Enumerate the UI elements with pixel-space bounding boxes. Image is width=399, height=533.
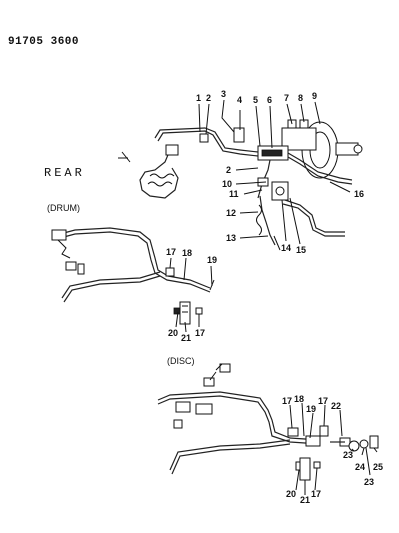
callout-6: 6	[267, 95, 272, 105]
rear-label: REAR	[44, 166, 85, 180]
disc-callout-24: 24	[355, 462, 365, 472]
callout-1: 1	[196, 93, 201, 103]
callout-4: 4	[237, 95, 242, 105]
drum-callout-20: 20	[168, 328, 178, 338]
callout-8: 8	[298, 93, 303, 103]
disc-brake-lines: 17 18 19 17 22 23 24 25 23 20 21 17	[157, 363, 383, 505]
drum-callout-17: 17	[166, 247, 176, 257]
callout-10: 10	[222, 179, 232, 189]
disc-callout-23b: 23	[364, 477, 374, 487]
callout-3: 3	[221, 89, 226, 99]
diagram-part-number: 91705 3600	[8, 36, 80, 48]
disc-callout-19: 19	[306, 404, 316, 414]
callout-7: 7	[284, 93, 289, 103]
disc-section-label: (DISC)	[167, 356, 195, 366]
disc-callout-21: 21	[300, 495, 310, 505]
drum-callout-17b: 17	[195, 328, 205, 338]
disc-callout-23: 23	[343, 450, 353, 460]
disc-callout-18: 18	[294, 394, 304, 404]
callout-2: 2	[206, 93, 211, 103]
disc-callout-20: 20	[286, 489, 296, 499]
disc-callout-25: 25	[373, 462, 383, 472]
drum-section-label: (DRUM)	[47, 203, 80, 213]
drum-callout-21: 21	[181, 333, 191, 343]
disc-callout-17b: 17	[318, 396, 328, 406]
callout-16: 16	[354, 189, 364, 199]
disc-callout-17c: 17	[311, 489, 321, 499]
callout-12: 12	[226, 208, 236, 218]
callout-2b: 2	[226, 165, 231, 175]
drum-brake-lines: 17 18 19 20 21 17	[51, 227, 217, 343]
callout-14: 14	[281, 243, 291, 253]
callout-5: 5	[253, 95, 258, 105]
callout-13: 13	[226, 233, 236, 243]
disc-callout-17: 17	[282, 396, 292, 406]
callout-15: 15	[296, 245, 306, 255]
callout-9: 9	[312, 91, 317, 101]
master-cylinder-assembly	[257, 119, 363, 201]
drum-callout-19: 19	[207, 255, 217, 265]
callout-11: 11	[229, 189, 239, 199]
drum-callout-18: 18	[182, 248, 192, 258]
disc-callout-22: 22	[331, 401, 341, 411]
